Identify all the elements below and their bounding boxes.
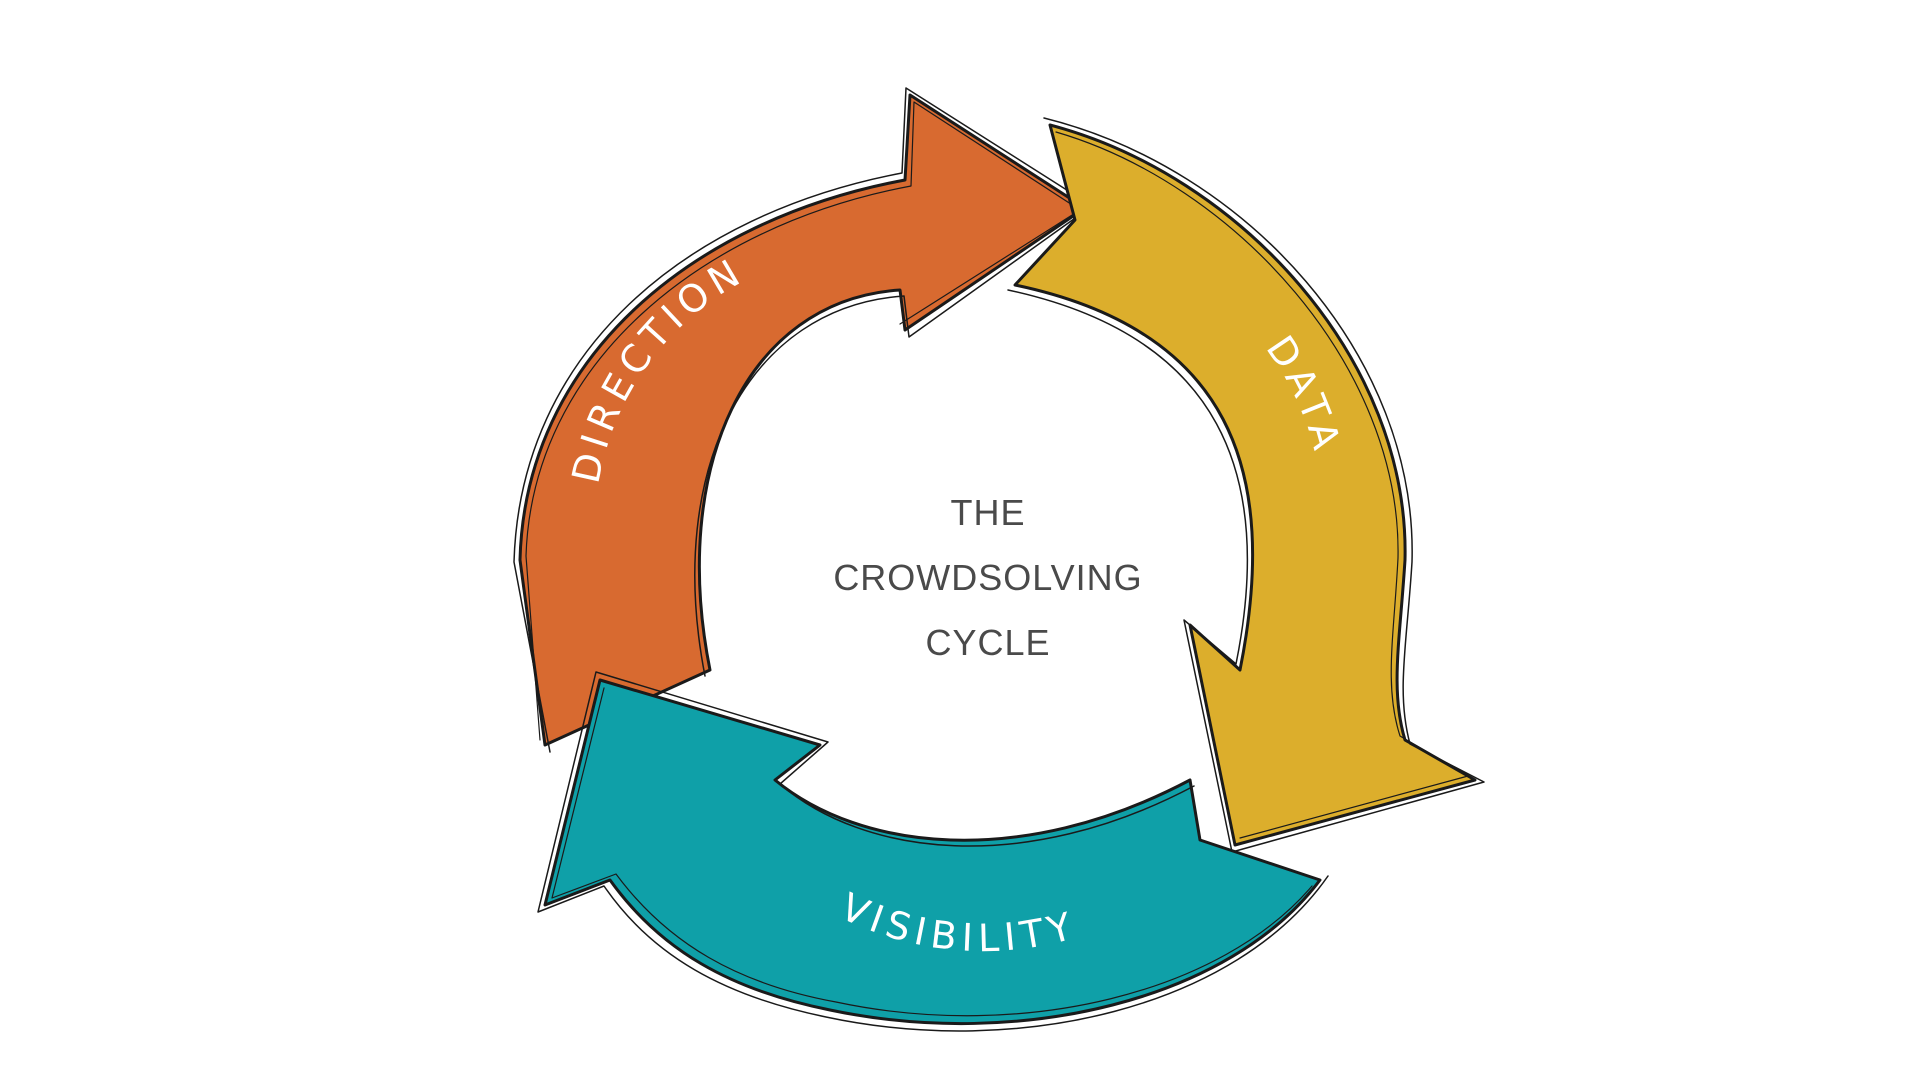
arrow-data: DATA bbox=[1007, 117, 1485, 853]
center-title-line-2: CROWDSOLVING bbox=[833, 557, 1142, 598]
arrow-visibility: VISIBILITY bbox=[537, 671, 1329, 1032]
center-title-line-1: THE bbox=[951, 492, 1026, 533]
arrow-visibility-body bbox=[545, 680, 1320, 1024]
arrow-data-body bbox=[1015, 125, 1475, 845]
center-title: THE CROWDSOLVING CYCLE bbox=[833, 492, 1142, 663]
arrow-direction-body bbox=[520, 95, 1085, 745]
center-title-line-3: CYCLE bbox=[925, 622, 1050, 663]
